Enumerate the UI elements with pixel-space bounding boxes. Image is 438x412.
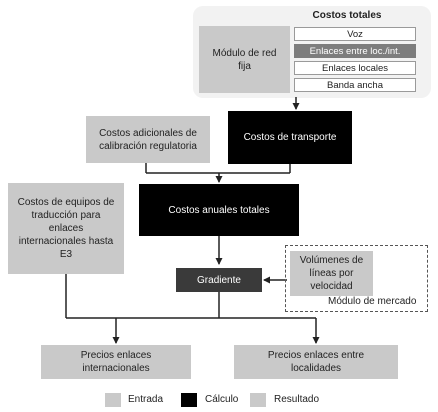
volumenes-label: Volúmenes de líneas por velocidad xyxy=(299,255,364,292)
modulo-mercado-frame xyxy=(285,245,428,312)
modulo-red-fija-label: Módulo de red fija xyxy=(212,47,277,72)
transporte-box: Costos de transporte xyxy=(228,111,352,164)
transporte-label: Costos de transporte xyxy=(243,132,337,143)
panel-item-banda-ancha: Banda ancha xyxy=(294,78,416,92)
anuales-box: Costos anuales totales xyxy=(139,184,299,236)
legend-label-calculo: Cálculo xyxy=(205,394,239,405)
legend-label-entrada: Entrada xyxy=(128,394,164,405)
legend-swatch-calculo xyxy=(181,393,197,407)
volumenes-box: Volúmenes de líneas por velocidad xyxy=(290,251,373,296)
equipos-box: Costos de equipos de traducción para enl… xyxy=(8,183,124,274)
legend-swatch-entrada xyxy=(105,393,121,407)
panel-title: Costos totales xyxy=(312,10,382,21)
equipos-label: Costos de equipos de traducción para enl… xyxy=(17,197,115,260)
precios-loc-box: Precios enlaces entre localidades xyxy=(234,345,398,379)
legend-label-resultado: Resultado xyxy=(274,394,320,405)
modulo-red-fija: Módulo de red fija xyxy=(199,26,290,93)
calibracion-label: Costos adicionales de calibración regula… xyxy=(99,127,197,152)
legend-swatch-resultado xyxy=(250,393,266,407)
gradiente-box: Gradiente xyxy=(176,268,262,292)
gradiente-label: Gradiente xyxy=(197,274,241,286)
precios-loc-label: Precios enlaces entre localidades xyxy=(267,350,365,374)
panel-item-enlaces-entre: Enlaces entre loc./int. xyxy=(294,44,416,58)
precios-int-box: Precios enlaces internacionales xyxy=(41,345,191,379)
calibracion-box: Costos adicionales de calibración regula… xyxy=(86,116,210,163)
anuales-label: Costos anuales totales xyxy=(168,204,270,216)
precios-int-label: Precios enlaces internacionales xyxy=(80,350,152,374)
panel-item-voz: Voz xyxy=(294,27,416,41)
modulo-mercado-label: Módulo de mercado xyxy=(328,296,417,307)
panel-item-enlaces-locales: Enlaces locales xyxy=(294,61,416,75)
